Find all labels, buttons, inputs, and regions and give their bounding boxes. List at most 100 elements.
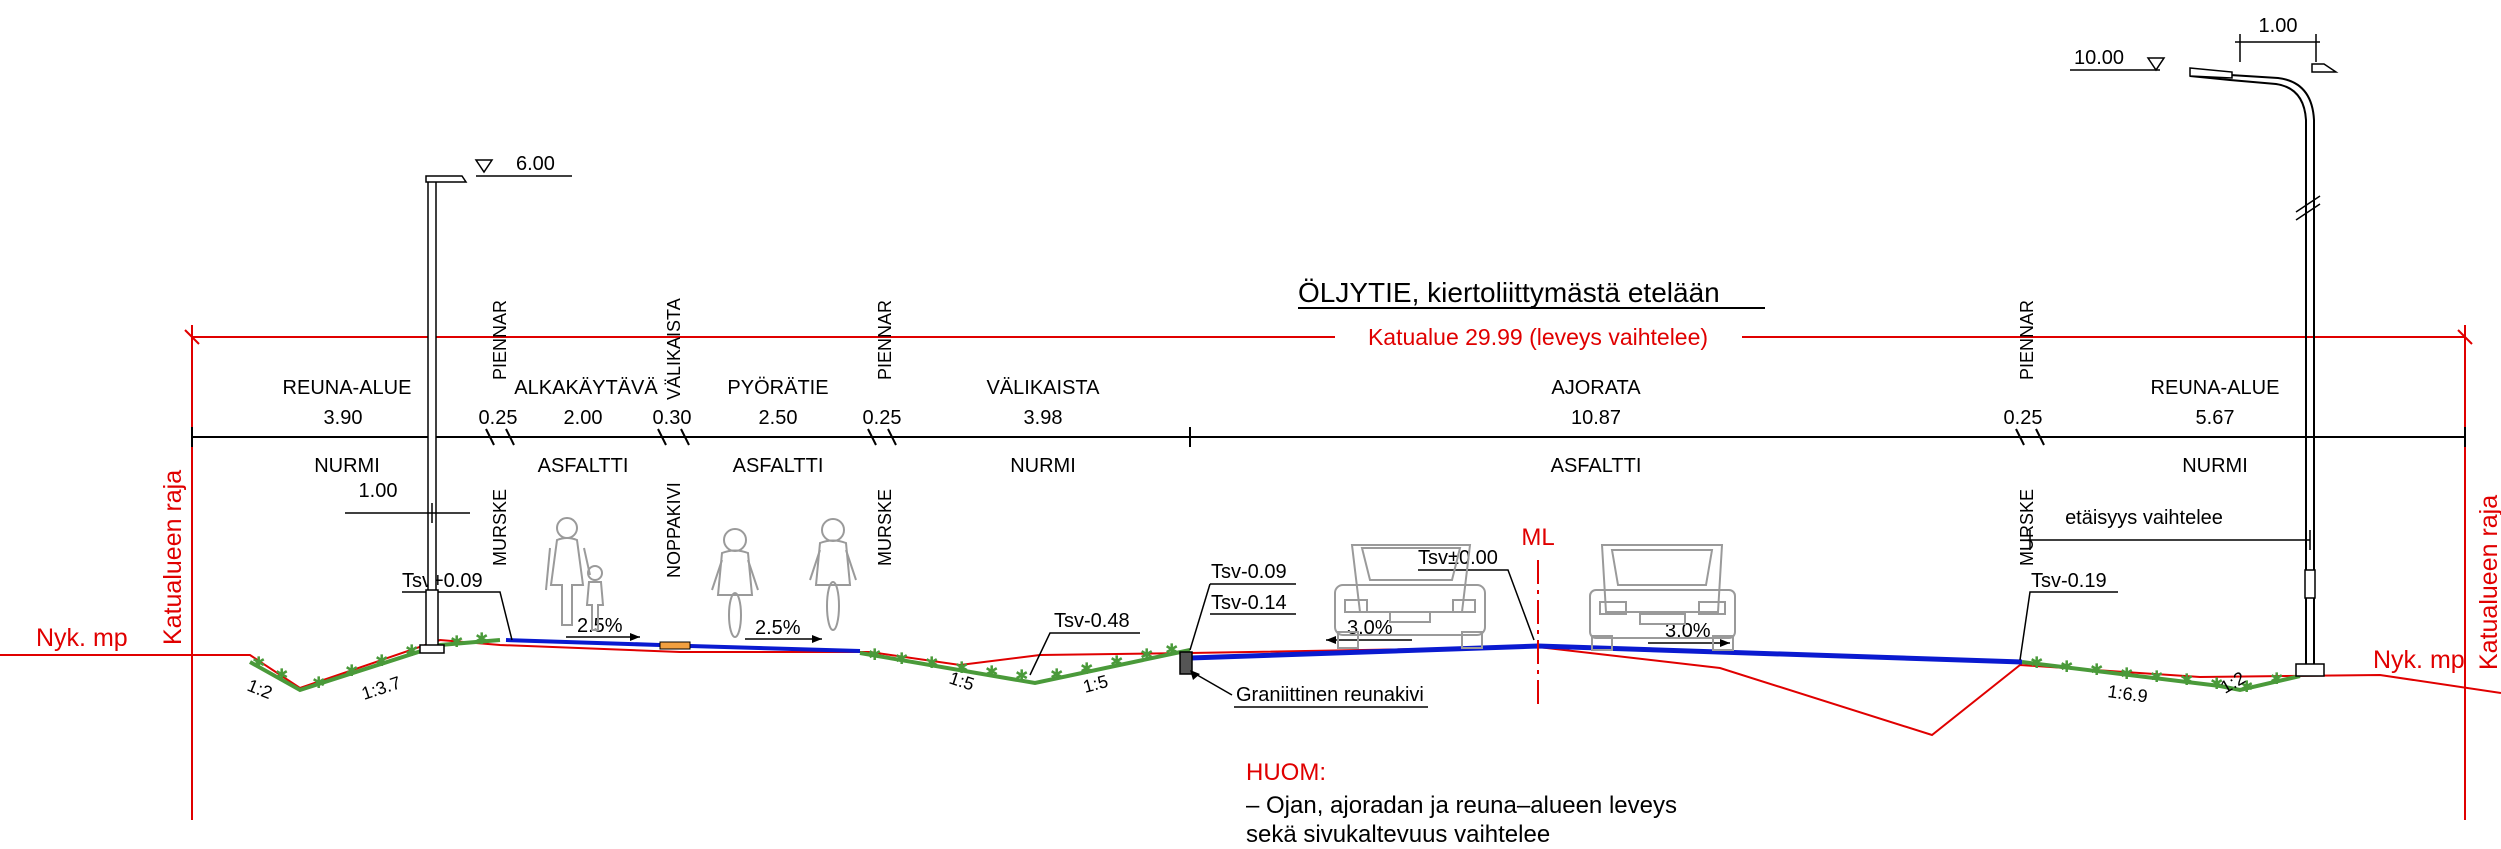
svg-text:✱: ✱ [475, 629, 488, 648]
section-width: 0.30 [653, 407, 692, 429]
svg-text:✱: ✱ [2240, 677, 2253, 696]
street-area-label: Katualue 29.99 (leveys vaihtelee) [1368, 324, 1708, 350]
noppakivi-strip [659, 641, 691, 650]
svg-text:✱: ✱ [345, 661, 358, 680]
slope-ditch1-right: 1:3.7 [359, 672, 403, 703]
slope-walk: 2.5% [577, 615, 623, 637]
section-name: ALKAKÄYTÄVÄ [514, 377, 658, 399]
right-lamp-distance: etäisyys vaihtelee [2065, 507, 2223, 529]
curb-label: Graniittinen reunakivi [1236, 684, 1424, 706]
section-reuna-alue-right: REUNA-ALUE 5.67 NURMI [2151, 377, 2280, 477]
right-street-lamp: 10.00 1.00 etäisyys vaihtelee [2028, 15, 2339, 677]
section-name: PIENNAR [2017, 300, 2037, 380]
section-name: PIENNAR [875, 300, 895, 380]
svg-text:✱: ✱ [405, 641, 418, 660]
section-pyoratie: PYÖRÄTIE 2.50 ASFALTTI [727, 377, 828, 477]
section-width: 0.25 [863, 407, 902, 429]
section-reuna-alue-left: REUNA-ALUE 3.90 NURMI [283, 377, 412, 477]
section-name: PYÖRÄTIE [727, 377, 828, 399]
section-width: 2.50 [759, 407, 798, 429]
svg-text:✱: ✱ [2090, 660, 2103, 679]
right-boundary-label: Katualueen raja [2475, 495, 2501, 670]
level-curb-top: Tsv-0.09 [1211, 561, 1287, 583]
slope-right-1: 1:6.9 [2106, 681, 2148, 706]
level-right: Tsv-0.19 [2031, 570, 2107, 592]
left-lamp-offset: 1.00 [359, 480, 398, 502]
slope-bike: 2.5% [755, 617, 801, 639]
section-valikaista-wide: VÄLIKAISTA 3.98 NURMI [986, 377, 1100, 477]
section-piennar-3: PIENNAR 0.25 MURSKE [2004, 300, 2043, 566]
svg-text:✱: ✱ [375, 651, 388, 670]
right-lamp-arm: 1.00 [2259, 15, 2298, 37]
section-name: AJORATA [1551, 377, 1641, 399]
svg-text:✱: ✱ [1080, 659, 1093, 678]
section-name: REUNA-ALUE [2151, 377, 2280, 399]
section-ajorata: AJORATA 10.87 ASFALTTI [1551, 377, 1642, 477]
note-line-2: sekä sivukaltevuus vaihtelee [1246, 821, 1550, 848]
section-width: 10.87 [1571, 407, 1621, 429]
note-title: HUOM: [1246, 759, 1326, 786]
section-surface: ASFALTTI [1551, 455, 1642, 477]
curb-stone [1179, 651, 1193, 675]
section-surface: MURSKE [490, 489, 510, 566]
svg-text:✱: ✱ [275, 665, 288, 684]
section-width: 2.00 [564, 407, 603, 429]
section-name: VÄLIKAISTA [664, 298, 684, 400]
section-piennar-2: PIENNAR 0.25 MURSKE [863, 300, 902, 566]
cyclists-figure [711, 518, 857, 638]
drawing-title: ÖLJYTIE, kiertoliittymästä etelään [1298, 277, 1720, 308]
svg-text:✱: ✱ [2060, 657, 2073, 676]
svg-text:✱: ✱ [2120, 664, 2133, 683]
svg-text:✱: ✱ [2150, 667, 2163, 686]
left-street-lamp: 6.00 1.00 [345, 153, 572, 654]
svg-text:✱: ✱ [1165, 640, 1178, 659]
grass-surfaces: ✱✱✱ ✱✱✱ ✱✱ ✱✱✱ ✱✱✱ ✱✱✱ ✱✱ ✱✱✱ ✱✱✱ ✱✱✱ [249, 629, 2301, 696]
section-surface: NURMI [314, 455, 380, 477]
svg-text:✱: ✱ [1110, 652, 1123, 671]
section-piennar-1: PIENNAR 0.25 MURSKE [479, 300, 518, 566]
section-surface: NURMI [1010, 455, 1076, 477]
section-alkakaytava: ALKAKÄYTÄVÄ 2.00 ASFALTTI [514, 377, 658, 477]
level-mid: Tsv-0.48 [1054, 610, 1130, 632]
car-right-figure [1589, 544, 1736, 651]
curb-label-group: Graniittinen reunakivi [1190, 670, 1428, 708]
svg-text:✱: ✱ [895, 649, 908, 668]
slope-road-right: 3.0% [1665, 620, 1711, 642]
section-surface: MURSKE [2017, 489, 2037, 566]
centerline-label: ML [1521, 524, 1554, 551]
section-surface: MURSKE [875, 489, 895, 566]
left-boundary-label: Katualueen raja [159, 470, 187, 645]
section-surface: ASFALTTI [733, 455, 824, 477]
section-surface: ASFALTTI [538, 455, 629, 477]
slope-ditch1-left: 1:2 [245, 675, 276, 703]
car-left-figure [1334, 544, 1486, 649]
centerline: ML [1521, 524, 1555, 705]
svg-text:✱: ✱ [2030, 653, 2043, 672]
slope-labels: 2.5% 2.5% 3.0% 3.0% 1:2 1:3.7 1:5 1:5 1:… [245, 615, 2249, 707]
section-surface: NURMI [2182, 455, 2248, 477]
svg-text:✱: ✱ [450, 632, 463, 651]
svg-text:✱: ✱ [252, 653, 265, 672]
section-width: 0.25 [479, 407, 518, 429]
level-curb-bottom: Tsv-0.14 [1211, 592, 1287, 614]
note-block: HUOM: – Ojan, ajoradan ja reuna–alueen l… [1246, 759, 1677, 848]
section-name: REUNA-ALUE [283, 377, 412, 399]
svg-text:✱: ✱ [955, 658, 968, 677]
section-width: 3.90 [324, 407, 363, 429]
svg-text:✱: ✱ [2180, 670, 2193, 689]
section-name: PIENNAR [490, 300, 510, 380]
svg-text:✱: ✱ [985, 662, 998, 681]
right-lamp-height: 10.00 [2074, 47, 2124, 69]
section-valikaista-narrow: VÄLIKAISTA 0.30 NOPPAKIVI [653, 298, 692, 578]
section-surface: NOPPAKIVI [664, 482, 684, 578]
level-left: Tsv+0.09 [402, 570, 483, 592]
dimension-line [191, 427, 2466, 447]
svg-text:✱: ✱ [868, 645, 881, 664]
existing-ground-label-left: Nyk. mp [36, 624, 128, 652]
section-name: VÄLIKAISTA [986, 377, 1100, 399]
street-area-dimension: Katualue 29.99 (leveys vaihtelee) [184, 324, 2473, 350]
note-line-1: – Ojan, ajoradan ja reuna–alueen leveys [1246, 792, 1677, 819]
svg-text:✱: ✱ [1140, 645, 1153, 664]
section-width: 3.98 [1024, 407, 1063, 429]
